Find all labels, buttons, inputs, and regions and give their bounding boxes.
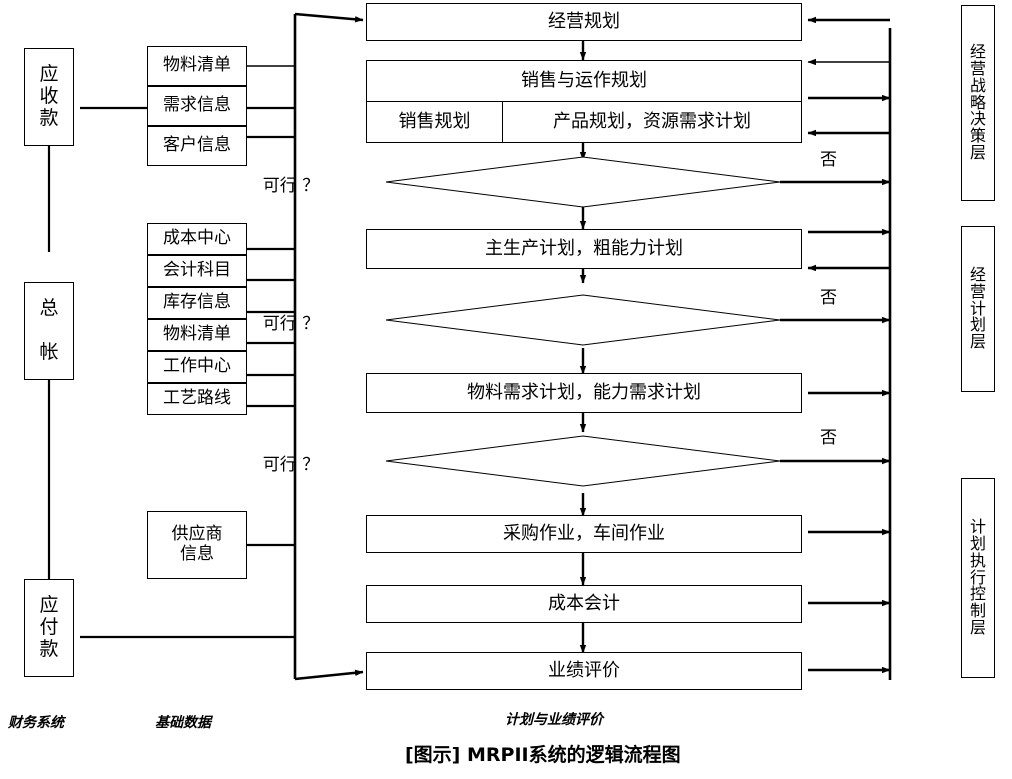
flow-box-label: 经营规划 — [548, 10, 620, 32]
layer-char: 行 — [969, 567, 986, 587]
layer-char: 战 — [969, 75, 986, 95]
flow-box-purchase-shopfloor[interactable]: 采购作业，车间作业 — [366, 515, 802, 553]
figure-title: [图示] MRPII系统的逻辑流程图 — [405, 744, 681, 766]
layer-char: 经 — [969, 265, 986, 284]
layer-char: 划 — [969, 534, 986, 553]
flow-box-business-planning[interactable]: 经营规划 — [366, 3, 802, 41]
flow-box-label: 物料需求计划，能力需求计划 — [467, 381, 701, 403]
layer-char: 层 — [969, 332, 986, 352]
layer-char: 决 — [969, 109, 986, 129]
data-box-label: 物料清单 — [163, 324, 231, 345]
flow-box-mrp-crp[interactable]: 物料需求计划，能力需求计划 — [366, 373, 802, 413]
decision-label-feasible-1: 可行 ？ — [0, 171, 1012, 196]
decision-label-feasible-3: 可行 ？ — [0, 450, 1012, 475]
flow-box-label: 业绩评价 — [548, 659, 620, 681]
data-box-label: 会计科目 — [163, 260, 231, 281]
section-caption-plan-flow: 计划与业绩评价 — [505, 712, 603, 728]
layer-box-strategy[interactable]: 经 营 战 略 决 策 层 — [961, 5, 995, 201]
data-box-label: 需求信息 — [163, 95, 231, 116]
flow-box-label: 采购作业，车间作业 — [503, 522, 665, 544]
data-box-demand-info[interactable]: 需求信息 — [147, 86, 247, 126]
data-box-label: 库存信息 — [163, 292, 231, 313]
layer-box-planning[interactable]: 经 营 计 划 层 — [961, 226, 995, 392]
layer-box-execution[interactable]: 计 划 执 行 控 制 层 — [961, 478, 995, 678]
finance-box-label: 总 帐 — [39, 297, 59, 363]
layer-char: 计 — [969, 298, 986, 318]
finance-box-label: 应 收 款 — [39, 63, 59, 129]
finance-box-accounts-payable[interactable]: 应 付 款 — [24, 579, 74, 677]
data-box-work-center[interactable]: 工作中心 — [147, 351, 247, 383]
layer-char: 层 — [969, 617, 986, 637]
flow-box-sales-planning[interactable]: 销售规划 — [366, 101, 503, 143]
data-box-customer-info[interactable]: 客户信息 — [147, 126, 247, 166]
layer-char: 略 — [969, 92, 986, 112]
data-box-cost-center[interactable]: 成本中心 — [147, 223, 247, 255]
flow-box-label: 成本会计 — [548, 592, 620, 614]
decision-text: 可行 ？ — [262, 314, 320, 334]
finance-box-accounts-receivable[interactable]: 应 收 款 — [24, 48, 74, 146]
layer-char: 计 — [969, 517, 986, 537]
flow-box-label: 销售规划 — [398, 110, 471, 132]
flow-box-label: 产品规划，资源需求计划 — [553, 110, 751, 132]
layer-char: 营 — [969, 281, 986, 301]
data-box-label: 供应商 信息 — [171, 524, 223, 564]
flow-box-performance-evaluation[interactable]: 业绩评价 — [366, 652, 802, 690]
layer-char: 策 — [969, 126, 986, 146]
data-box-label: 物料清单 — [163, 55, 231, 76]
flow-box-label: 销售与运作规划 — [521, 69, 647, 91]
section-caption-finance: 财务系统 — [8, 715, 64, 731]
flow-box-product-resource-planning[interactable]: 产品规划，资源需求计划 — [502, 101, 802, 143]
data-box-label: 客户信息 — [163, 135, 231, 156]
flow-box-mps-rccp[interactable]: 主生产计划，粗能力计划 — [366, 229, 802, 269]
no-label-2: 否 — [820, 288, 837, 308]
layer-char: 经 — [969, 42, 986, 62]
finance-box-label: 应 付 款 — [39, 594, 59, 660]
data-box-label: 成本中心 — [163, 228, 231, 249]
flow-box-label: 主生产计划，粗能力计划 — [485, 237, 683, 259]
layer-char: 制 — [969, 601, 986, 621]
flow-box-sales-ops-planning[interactable]: 销售与运作规划 — [366, 60, 802, 102]
data-box-label: 工艺路线 — [163, 388, 231, 409]
decision-label-feasible-2: 可行 ？ — [0, 309, 1012, 334]
data-box-inventory-info[interactable]: 库存信息 — [147, 287, 247, 319]
layer-char: 控 — [969, 584, 986, 604]
layer-char: 营 — [969, 59, 986, 78]
flow-box-cost-accounting[interactable]: 成本会计 — [366, 585, 802, 623]
no-label-3: 否 — [820, 428, 837, 448]
decision-text: 可行 ？ — [262, 176, 320, 196]
data-box-supplier-info[interactable]: 供应商 信息 — [147, 511, 247, 579]
finance-box-general-ledger[interactable]: 总 帐 — [24, 282, 74, 380]
data-box-bom-mid[interactable]: 物料清单 — [147, 319, 247, 351]
layer-char: 划 — [969, 315, 986, 335]
decision-text: 可行 ？ — [262, 455, 320, 475]
no-label-1: 否 — [820, 150, 837, 170]
data-box-bom-top[interactable]: 物料清单 — [147, 46, 247, 86]
data-box-routing[interactable]: 工艺路线 — [147, 383, 247, 415]
data-box-label: 工作中心 — [163, 356, 231, 377]
data-box-account-subject[interactable]: 会计科目 — [147, 255, 247, 287]
layer-char: 执 — [969, 550, 986, 570]
section-caption-basic-data: 基础数据 — [155, 715, 211, 731]
layer-char: 层 — [969, 142, 986, 162]
